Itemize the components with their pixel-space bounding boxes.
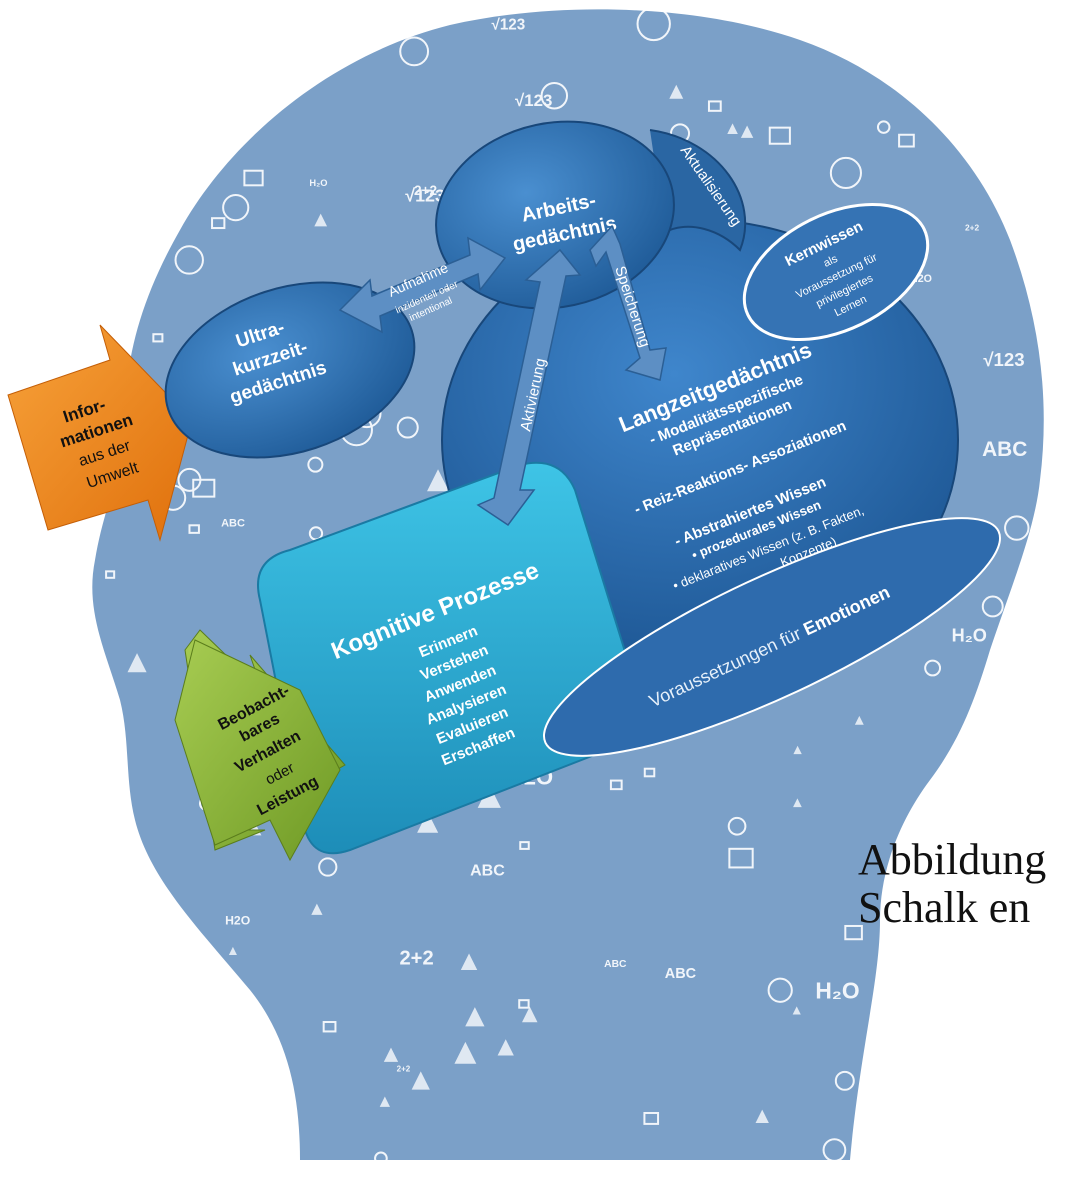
- background-icon: [727, 816, 747, 836]
- background-icon: [643, 1111, 660, 1125]
- background-icon: [383, 1047, 399, 1062]
- emotionen-bubble: Voraussetzungen für Emotionen: [543, 517, 1001, 757]
- background-icon: ABC: [470, 862, 505, 880]
- verhalten-output-arrow: Beobacht- bares Verhalten oder Leistung: [174, 629, 346, 862]
- background-icon: [792, 1006, 801, 1015]
- background-icon: 2+2: [414, 183, 438, 198]
- background-icon: [465, 1007, 485, 1027]
- background-icon: [379, 1096, 391, 1107]
- background-icon: [519, 841, 530, 850]
- background-icon: ABC: [221, 517, 245, 529]
- background-icon: √123: [983, 349, 1024, 370]
- background-icon: [228, 946, 237, 955]
- background-icon: H₂O: [815, 978, 859, 1004]
- background-icon: 2+2: [399, 948, 433, 970]
- background-icon: [643, 767, 656, 778]
- background-icon: ABC: [982, 438, 1027, 461]
- background-icon: [981, 595, 1004, 618]
- background-icon: [460, 953, 478, 970]
- background-icon: [399, 36, 430, 67]
- background-icon: [211, 217, 226, 230]
- background-icon: [924, 659, 942, 677]
- background-icon: [396, 416, 419, 439]
- background-icon: [318, 857, 338, 877]
- kognitive-prozesse-box: Kognitive Prozesse Erinnern Verstehen An…: [257, 461, 644, 855]
- background-icon: [314, 213, 328, 227]
- background-icon: [768, 126, 791, 145]
- background-icon: ABC: [665, 966, 697, 982]
- background-icon: [222, 194, 250, 222]
- background-icon: H2O: [225, 913, 250, 927]
- background-icon: [834, 1070, 855, 1091]
- background-icon: √123: [491, 17, 525, 34]
- caption-line-2: Schalk en: [858, 883, 1031, 932]
- background-icon: [454, 1041, 477, 1064]
- background-icon: [636, 6, 671, 42]
- background-icon: [755, 1109, 769, 1123]
- background-icon: [322, 1021, 337, 1033]
- background-icon: [793, 798, 802, 808]
- background-icon: [1004, 515, 1030, 541]
- background-icon: √123: [515, 91, 552, 110]
- background-icon: [728, 847, 754, 869]
- background-icon: √123: [405, 186, 445, 206]
- background-icon: [767, 977, 793, 1003]
- background-icon: [311, 903, 323, 915]
- background-icon: [243, 169, 264, 187]
- background-icon: 2+2: [965, 223, 980, 233]
- background-icon: [609, 779, 623, 791]
- caption-line-1: Abbildung: [858, 835, 1047, 884]
- kernwissen-line-1: als: [822, 253, 840, 270]
- background-icon: [411, 1071, 430, 1090]
- background-icon: [829, 156, 862, 190]
- background-icon: [427, 469, 450, 492]
- background-icon: [822, 1138, 847, 1162]
- background-icon: [740, 125, 754, 138]
- background-icon: [669, 84, 684, 99]
- background-icon: [876, 120, 891, 134]
- background-icon: [518, 999, 530, 1009]
- background-icon: [417, 811, 439, 833]
- background-icon: [192, 478, 216, 498]
- background-icon: [307, 456, 324, 473]
- background-icon: [727, 123, 738, 134]
- kernwissen-bubble: Kernwissen als Voraussetzung für privile…: [742, 202, 930, 342]
- background-icon: H₂O: [952, 625, 987, 645]
- background-icon: [793, 745, 802, 755]
- background-icon: [540, 82, 569, 110]
- background-icon: ABC: [604, 959, 627, 970]
- background-icon: [127, 653, 147, 673]
- background-icon: [854, 715, 864, 725]
- background-icon: [522, 1006, 538, 1023]
- background-icon: [188, 524, 200, 534]
- background-icon: [152, 333, 164, 343]
- background-icon: [844, 924, 863, 941]
- background-icon: H₂O: [309, 178, 327, 188]
- background-icon: [707, 100, 722, 112]
- background-icon: [898, 133, 915, 148]
- background-icon: [374, 1151, 388, 1166]
- information-input-arrow: Infor- mationen aus der Umwelt: [7, 324, 193, 542]
- background-icon: [174, 245, 204, 275]
- background-icon: [105, 570, 116, 579]
- background-icon: 2+2: [397, 1065, 411, 1074]
- ultrakurzzeitgedaechtnis-bubble: Ultra- kurzzeit- gedächtnis: [164, 281, 416, 459]
- background-icon: [497, 1039, 514, 1056]
